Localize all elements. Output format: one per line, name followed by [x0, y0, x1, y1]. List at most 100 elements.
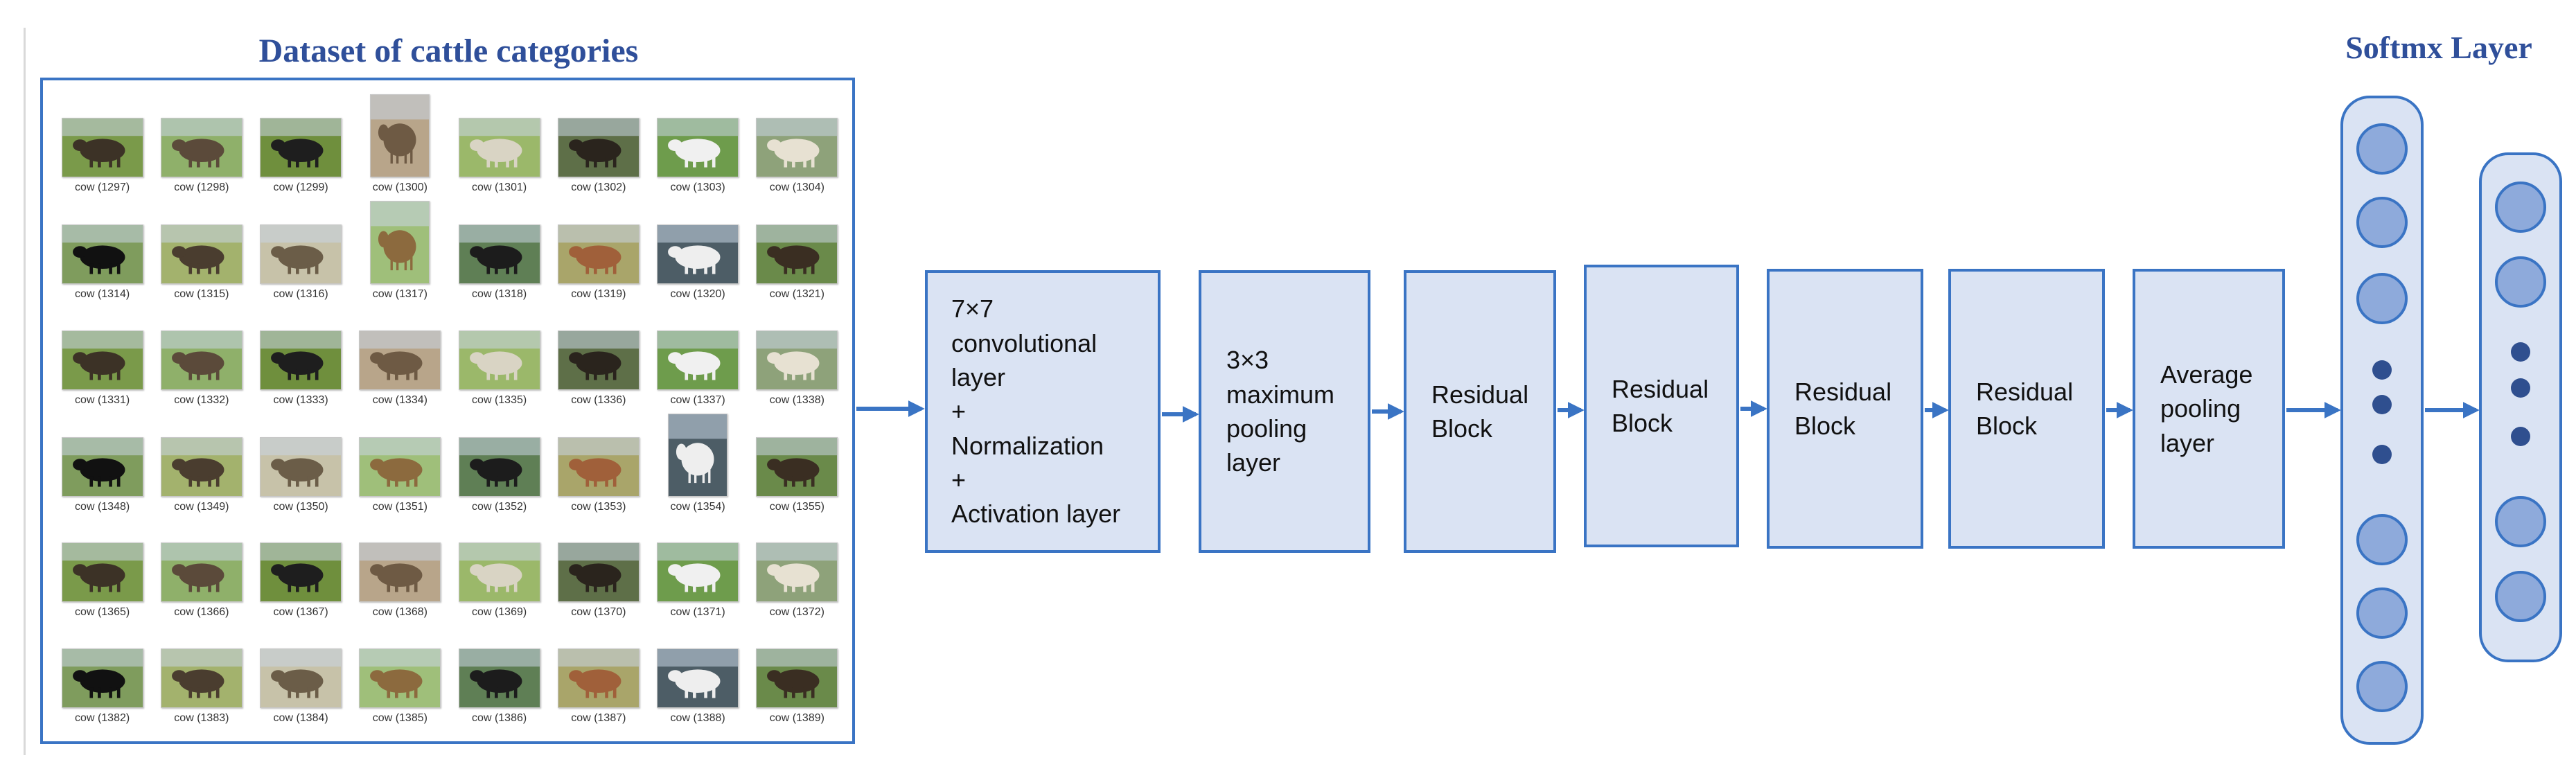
- cow-thumbnail-image: [160, 648, 242, 708]
- thumbnail-label: cow (1315): [174, 288, 229, 300]
- thumbnail-label: cow (1389): [769, 712, 824, 724]
- thumbnail-label: cow (1368): [372, 606, 427, 619]
- thumbnail-label: cow (1366): [174, 606, 229, 619]
- thumbnail-cell: cow (1331): [53, 308, 152, 414]
- thumbnail-cell: cow (1371): [649, 520, 748, 626]
- cow-thumbnail-image: [458, 224, 540, 284]
- softmax-node: [2356, 514, 2408, 565]
- thumbnail-cell: cow (1370): [549, 520, 648, 626]
- thumbnail-label: cow (1335): [472, 394, 527, 406]
- thumbnail-cell: cow (1366): [152, 520, 251, 626]
- cow-thumbnail-image: [260, 118, 342, 177]
- thumbnail-label: cow (1372): [769, 606, 824, 619]
- softmax-node: [2356, 197, 2408, 248]
- cow-thumbnail-image: [657, 118, 739, 177]
- cow-thumbnail-image: [557, 118, 639, 177]
- cow-thumbnail-image: [756, 542, 838, 603]
- ellipsis-dot: [2372, 395, 2392, 414]
- avgpool-block: Average pooling layer: [2133, 269, 2285, 549]
- cow-thumbnail-image: [359, 330, 441, 390]
- softmax-node: [2495, 496, 2546, 547]
- dataset-panel: cow (1297)cow (1298)cow (1299) cow (1300)…: [40, 78, 855, 744]
- thumbnail-cell: cow (1297): [53, 94, 152, 201]
- cow-thumbnail-image: [61, 648, 143, 708]
- maxpool-block: 3×3 maximum pooling layer: [1199, 270, 1370, 553]
- thumbnail-cell: cow (1298): [152, 94, 251, 201]
- thumbnail-label: cow (1383): [174, 712, 229, 724]
- thumbnail-label: cow (1333): [273, 394, 328, 406]
- thumbnail-label: cow (1316): [273, 288, 328, 300]
- thumbnail-cell: cow (1338): [748, 308, 847, 414]
- cow-thumbnail-image: [557, 648, 639, 708]
- cow-thumbnail-image: [756, 648, 838, 708]
- thumbnail-cell: cow (1299): [252, 94, 351, 201]
- thumbnail-cell: cow (1382): [53, 626, 152, 732]
- thumbnail-cell: cow (1384): [252, 626, 351, 732]
- ellipsis-dot: [2372, 445, 2392, 464]
- softmax-node: [2356, 661, 2408, 712]
- cow-thumbnail-image: [557, 330, 639, 390]
- cow-thumbnail-image: [61, 224, 143, 284]
- cow-thumbnail-image: [657, 648, 739, 708]
- cow-thumbnail-image: [557, 436, 639, 497]
- thumbnail-label: cow (1385): [372, 712, 427, 724]
- thumbnail-label: cow (1349): [174, 500, 229, 513]
- ellipsis-dot: [2372, 360, 2392, 380]
- residual-block-1: Residual Block: [1404, 270, 1556, 553]
- thumbnail-label: cow (1382): [75, 712, 130, 724]
- thumbnail-label: cow (1371): [670, 606, 725, 619]
- softmax-column-1: [2340, 96, 2424, 745]
- thumbnail-cell: cow (1388): [649, 626, 748, 732]
- thumbnail-label: cow (1353): [571, 500, 626, 513]
- ellipsis-dot: [2511, 342, 2530, 362]
- thumbnail-cell: cow (1350): [252, 414, 351, 520]
- cow-thumbnail-image: [359, 648, 441, 708]
- cow-thumbnail-image: [61, 542, 143, 603]
- cow-thumbnail-image: [458, 330, 540, 390]
- ellipsis-dot: [2511, 427, 2530, 446]
- thumbnail-label: cow (1321): [769, 288, 824, 300]
- thumbnail-cell: cow (1386): [450, 626, 549, 732]
- softmax-node: [2495, 571, 2546, 622]
- softmax-node: [2495, 182, 2546, 233]
- thumbnail-cell: cow (1302): [549, 94, 648, 201]
- cow-thumbnail-image: [458, 542, 540, 603]
- cow-thumbnail-image: [260, 436, 342, 497]
- thumbnail-cell: cow (1300): [351, 94, 450, 201]
- thumbnail-label: cow (1318): [472, 288, 527, 300]
- thumbnail-cell: cow (1320): [649, 201, 748, 308]
- softmax-column-2: [2479, 152, 2562, 662]
- thumbnail-label: cow (1384): [273, 712, 328, 724]
- thumbnail-cell: cow (1389): [748, 626, 847, 732]
- conv-block: 7×7 convolutional layer + Normalization …: [925, 270, 1161, 553]
- cow-thumbnail-image: [260, 542, 342, 603]
- thumbnail-cell: cow (1348): [53, 414, 152, 520]
- thumbnail-label: cow (1370): [571, 606, 626, 619]
- cow-thumbnail-image: [359, 436, 441, 497]
- cow-thumbnail-image: [61, 330, 143, 390]
- thumbnail-label: cow (1303): [670, 182, 725, 193]
- thumbnail-cell: cow (1354): [649, 413, 748, 520]
- thumbnail-cell: cow (1316): [252, 201, 351, 308]
- thumbnail-label: cow (1300): [372, 182, 427, 193]
- thumbnail-cell: cow (1319): [549, 201, 648, 308]
- thumbnail-cell: cow (1355): [748, 414, 847, 520]
- thumbnail-label: cow (1320): [670, 288, 725, 300]
- thumbnail-label: cow (1338): [769, 394, 824, 406]
- thumbnail-cell: cow (1368): [351, 520, 450, 626]
- thumbnail-cell: cow (1301): [450, 94, 549, 201]
- cow-thumbnail-image: [359, 542, 441, 603]
- thumbnail-label: cow (1319): [571, 288, 626, 300]
- thumbnail-cell: cow (1332): [152, 308, 251, 414]
- ellipsis-dot: [2511, 378, 2530, 398]
- cow-thumbnail-image: [557, 224, 639, 284]
- thumbnail-cell: cow (1349): [152, 414, 251, 520]
- thumbnail-label: cow (1301): [472, 182, 527, 193]
- thumbnail-cell: cow (1337): [649, 308, 748, 414]
- softmax-node: [2356, 273, 2408, 324]
- cow-thumbnail-image: [160, 118, 242, 177]
- thumbnail-label: cow (1367): [273, 606, 328, 619]
- thumbnail-cell: cow (1321): [748, 201, 847, 308]
- cow-thumbnail-image: [657, 224, 739, 284]
